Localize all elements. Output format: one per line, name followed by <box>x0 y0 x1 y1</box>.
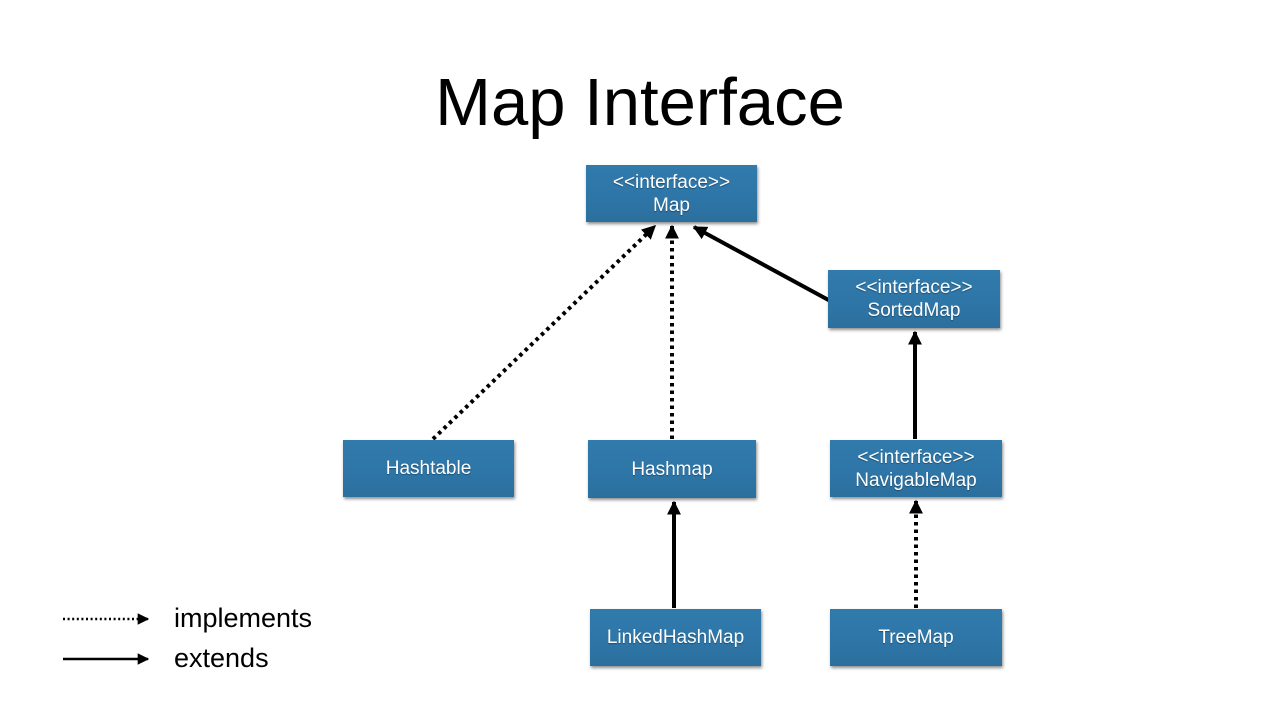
edge-sortedmap-extends-map <box>692 225 835 305</box>
class-name-label: Map <box>653 194 690 216</box>
stereotype-label: <<interface>> <box>612 171 731 193</box>
slide-title: Map Interface <box>435 65 845 140</box>
class-box-navigablemap: <<interface>>NavigableMap <box>830 440 1002 497</box>
class-box-linkedhashmap: LinkedHashMap <box>590 609 761 666</box>
stereotype-label: <<interface>> <box>855 277 973 298</box>
class-name-label: NavigableMap <box>855 469 977 491</box>
class-box-treemap: TreeMap <box>830 609 1002 666</box>
edge-hashtable-implements-map <box>431 224 657 441</box>
class-name-label: Hashmap <box>631 458 713 480</box>
class-box-sortedmap: <<interface>>SortedMap <box>828 270 1000 328</box>
extends-arrow-icon <box>63 653 150 665</box>
class-name-label: SortedMap <box>867 300 961 321</box>
legend-label-extends: extends <box>174 643 269 673</box>
legend-row-implements: implements <box>60 598 312 638</box>
legend: implements extends <box>60 598 312 678</box>
implements-arrow-icon <box>63 613 150 625</box>
class-box-map: <<interface>>Map <box>586 165 757 222</box>
class-name-label: TreeMap <box>878 627 954 648</box>
class-name-label: LinkedHashMap <box>606 627 745 648</box>
class-name-label: Hashtable <box>385 458 472 479</box>
class-box-hashmap: Hashmap <box>588 440 756 498</box>
class-box-hashtable: Hashtable <box>343 440 514 497</box>
legend-row-extends: extends <box>60 638 312 678</box>
legend-label-implements: implements <box>174 603 313 633</box>
edge-group <box>431 224 923 608</box>
stereotype-label: <<interface>> <box>857 446 975 468</box>
